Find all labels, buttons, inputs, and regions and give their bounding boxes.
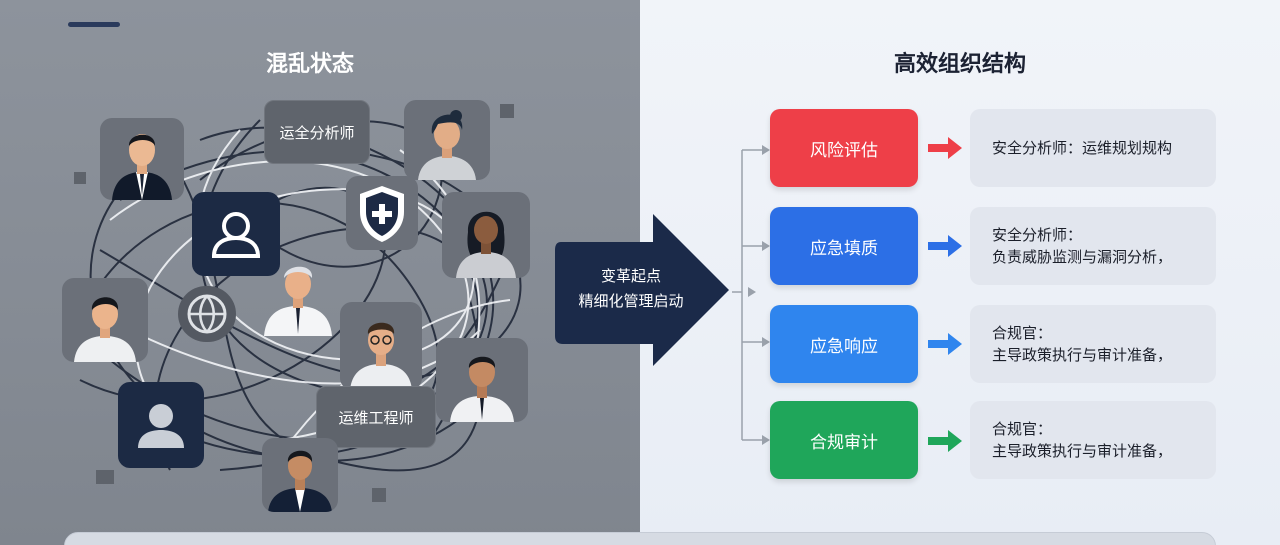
role-compliance-audit: 合规审计 <box>770 401 918 479</box>
role-description-line-2: 主导政策执行与审计准备， <box>992 346 1173 364</box>
man-suit-icon <box>268 450 332 512</box>
bottom-summary-bar <box>64 532 1216 545</box>
role-description: 安全分析师： 负责威胁监测与漏洞分析， <box>970 207 1216 285</box>
avatar <box>262 438 338 512</box>
chaos-title: 混乱状态 <box>265 52 354 77</box>
role-description-line-1: 安全分析师： <box>992 226 1083 244</box>
role-description-line-2: 负责威胁监测与漏洞分析， <box>992 248 1173 266</box>
right-arrow-icon <box>928 137 962 159</box>
structure-title: 高效组织结构 <box>893 52 1026 77</box>
man-icon <box>74 297 136 362</box>
right-arrow-icon <box>928 430 962 452</box>
role-description-line-1: 合规官： <box>992 324 1053 342</box>
transition-arrow <box>555 214 729 366</box>
decor-square <box>74 172 86 184</box>
globe-icon <box>187 294 227 334</box>
decor-square <box>500 104 514 118</box>
user-silhouette-card <box>118 382 204 468</box>
role-description: 合规官： 主导政策执行与审计准备， <box>970 305 1216 383</box>
shield-card <box>346 176 418 250</box>
transition-label: 变革起点 精细化管理启动 <box>556 264 706 314</box>
role-emergency-response: 应急响应 <box>770 305 918 383</box>
role-description: 合规官： 主导政策执行与审计准备， <box>970 401 1216 479</box>
role-description-line-2: 主导政策执行与审计准备， <box>992 442 1173 460</box>
man-glasses-icon <box>350 322 412 390</box>
woman-icon <box>418 110 476 180</box>
title-underline <box>68 22 120 27</box>
avatar <box>62 278 148 362</box>
avatar <box>442 192 530 278</box>
flow-bracket <box>732 145 770 445</box>
man-suit-icon <box>112 134 172 200</box>
user-outline-card <box>192 192 280 276</box>
role-description-line-1: 安全分析师：运维规划规构 <box>992 139 1173 157</box>
user-outline-icon <box>211 212 261 258</box>
role-description-line-1: 合规官： <box>992 420 1053 438</box>
avatar <box>404 100 490 180</box>
label-security-analyst: 运全分析师 <box>264 100 370 164</box>
transition-line-1: 变革起点 <box>600 267 661 285</box>
avatar <box>100 118 184 200</box>
role-description: 安全分析师：运维规划规构 <box>970 109 1216 187</box>
woman-dark-hair-icon <box>456 211 516 278</box>
man-tie-icon <box>450 356 514 422</box>
role-risk-assessment: 风险评估 <box>770 109 918 187</box>
avatar <box>340 302 422 390</box>
globe-card <box>178 286 236 342</box>
user-silhouette-icon <box>138 404 184 448</box>
man-white-shirt-icon <box>264 266 332 336</box>
transition-line-2: 精细化管理启动 <box>578 292 684 310</box>
role-emergency-fill: 应急填质 <box>770 207 918 285</box>
right-arrow-icon <box>928 235 962 257</box>
right-arrow-icon <box>928 333 962 355</box>
decor-square <box>372 488 386 502</box>
label-ops-engineer: 运维工程师 <box>316 386 436 448</box>
avatar <box>262 256 334 336</box>
decor-square <box>96 470 114 484</box>
avatar <box>436 338 528 422</box>
shield-plus-icon <box>360 186 404 242</box>
